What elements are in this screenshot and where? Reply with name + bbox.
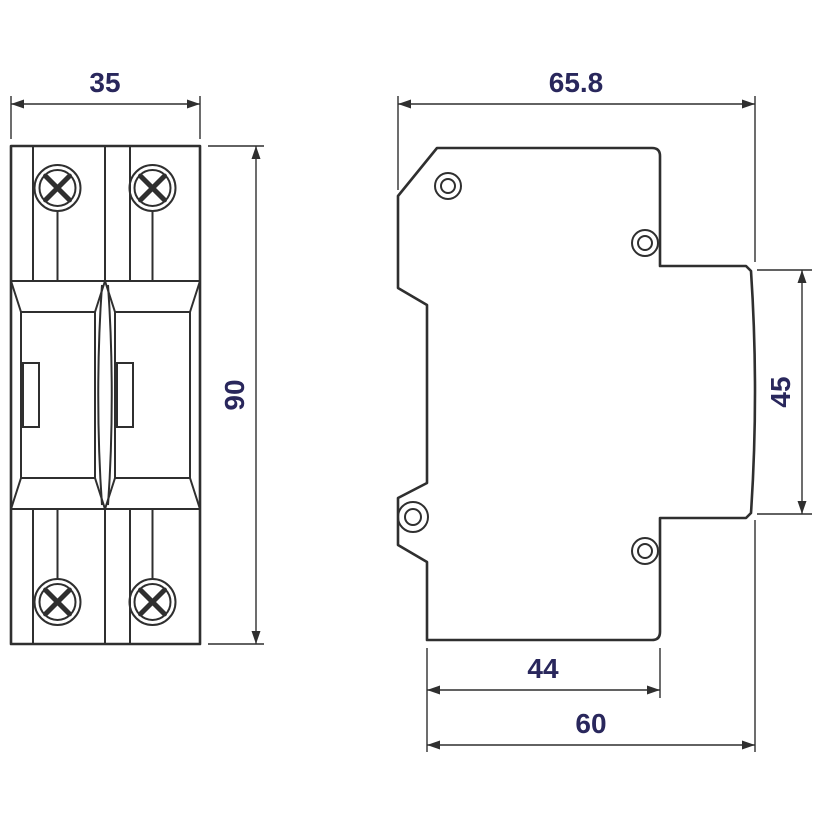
terminal-screw-bottom-left: [35, 579, 81, 625]
side-depth-extension-lines: [397, 96, 756, 262]
front-terminal-slots: [56, 211, 154, 579]
pole-gap-curves: [97, 284, 113, 506]
pole2-bevel-lines: [104, 280, 201, 510]
front-terminal-edges: [32, 146, 131, 644]
terminal-screw-top-right: [130, 165, 176, 211]
rivet-lower-right: [631, 537, 659, 565]
pole1-toggle-handle: [22, 362, 40, 428]
rivet-top-left: [434, 172, 462, 200]
terminal-screw-bottom-right: [130, 579, 176, 625]
dimension-arrowhead: [251, 631, 261, 644]
rivet-inner-ring: [404, 508, 422, 526]
dim-label-front-width: 35: [89, 67, 120, 98]
dim-label-base-depth: 44: [527, 653, 559, 684]
pole2-toggle-handle: [116, 362, 134, 428]
rivet-upper-right: [631, 229, 659, 257]
pole1-face: [20, 311, 96, 479]
dimension-arrowhead: [11, 99, 24, 109]
rivet-outer-ring: [397, 501, 429, 533]
face-height-extension-lines: [757, 269, 812, 515]
terminal-screw-top-left: [35, 165, 81, 211]
side-body-outline: [396, 146, 757, 642]
side-view: [396, 146, 757, 642]
dimension-arrowhead: [647, 685, 660, 695]
side-view-dimensions: 65.8 45 44 60: [397, 67, 812, 752]
dimension-arrowhead: [427, 685, 440, 695]
front-view-dimensions: 35 90: [10, 67, 264, 645]
dimension-arrowhead: [797, 270, 807, 283]
front-height-extension-lines: [208, 145, 264, 645]
dim-label-side-depth: 65.8: [549, 67, 604, 98]
front-view: [9, 144, 202, 646]
dim-label-body-depth: 60: [575, 708, 606, 739]
dimension-arrowhead: [427, 740, 440, 750]
dimension-arrowhead: [797, 501, 807, 514]
dimension-arrowhead: [187, 99, 200, 109]
pole1-bevel-lines: [10, 280, 106, 510]
front-width-extension-lines: [10, 96, 201, 139]
dim-label-face-height: 45: [765, 376, 796, 407]
dimension-arrowhead: [742, 740, 755, 750]
dim-label-front-height: 90: [219, 379, 250, 410]
pole2-face: [114, 311, 191, 479]
dimension-arrowhead: [742, 99, 755, 109]
rivet-bottom-left: [397, 501, 429, 533]
dimension-arrowhead: [398, 99, 411, 109]
dimension-arrowhead: [251, 146, 261, 159]
